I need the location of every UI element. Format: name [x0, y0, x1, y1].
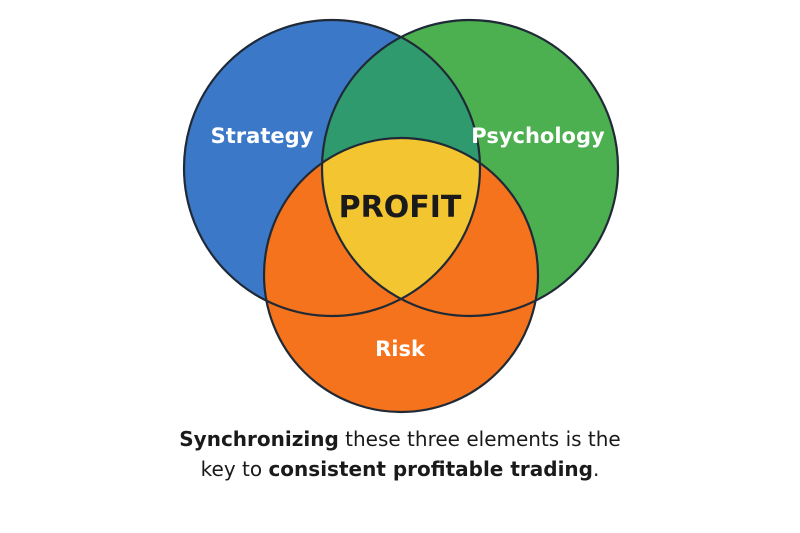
caption-bold-1: Synchronizing [179, 427, 339, 451]
circle-outlines [182, 18, 620, 414]
strategy-label: Strategy [211, 124, 314, 148]
caption: Synchronizing these three elements is th… [100, 424, 700, 484]
profit-overlap [322, 138, 480, 316]
caption-line-1: Synchronizing these three elements is th… [100, 424, 700, 454]
caption-text-1: these three elements is the [338, 427, 621, 451]
caption-text-2: key to [200, 457, 269, 481]
caption-bold-2: consistent profitable trading [268, 457, 593, 481]
psychology-label: Psychology [471, 124, 605, 148]
center-label: PROFIT [339, 190, 462, 225]
caption-line-2: key to consistent profitable trading. [100, 454, 700, 484]
risk-label: Risk [375, 337, 426, 361]
caption-text-3: . [592, 457, 600, 481]
